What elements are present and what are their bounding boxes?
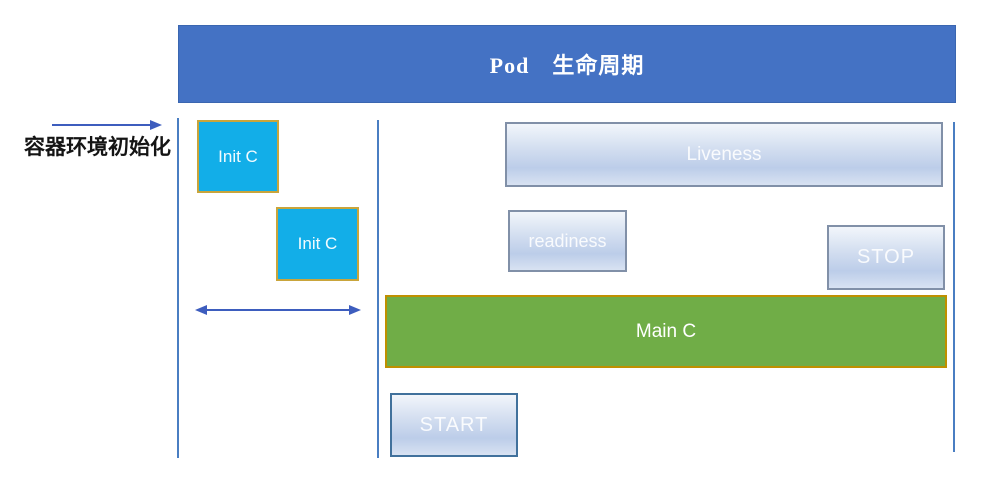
- start-hook-box: START: [390, 393, 518, 457]
- pod-boundary-line-middle: [377, 120, 379, 458]
- diagram-title: Pod 生命周期: [489, 53, 645, 78]
- init-container-box-2: Init C: [276, 207, 359, 281]
- init-container-label: Init C: [297, 234, 338, 253]
- pod-lifecycle-banner: Pod 生命周期: [178, 25, 956, 103]
- init-container-label: Init C: [218, 146, 258, 166]
- stop-hook-label: STOP: [856, 246, 916, 268]
- readiness-probe-box: readiness: [508, 210, 627, 272]
- init-duration-arrow-icon: [195, 305, 361, 315]
- arrow-head-right-icon: [349, 305, 361, 315]
- liveness-probe-box: Liveness: [505, 122, 943, 187]
- main-container-label: Main C: [635, 320, 697, 342]
- readiness-probe-label: readiness: [528, 230, 607, 251]
- stop-hook-box: STOP: [827, 225, 945, 290]
- main-container-box: Main C: [385, 295, 947, 368]
- init-phase-arrow-icon: [52, 120, 162, 130]
- pod-boundary-line-right: [953, 122, 955, 452]
- pod-boundary-line-left: [177, 118, 179, 458]
- init-phase-label: 容器环境初始化: [24, 136, 171, 159]
- liveness-probe-label: Liveness: [686, 143, 762, 165]
- init-container-box-1: Init C: [197, 120, 279, 193]
- arrow-head-left-icon: [195, 305, 207, 315]
- start-hook-label: START: [419, 413, 489, 436]
- arrow-head-icon: [150, 120, 162, 130]
